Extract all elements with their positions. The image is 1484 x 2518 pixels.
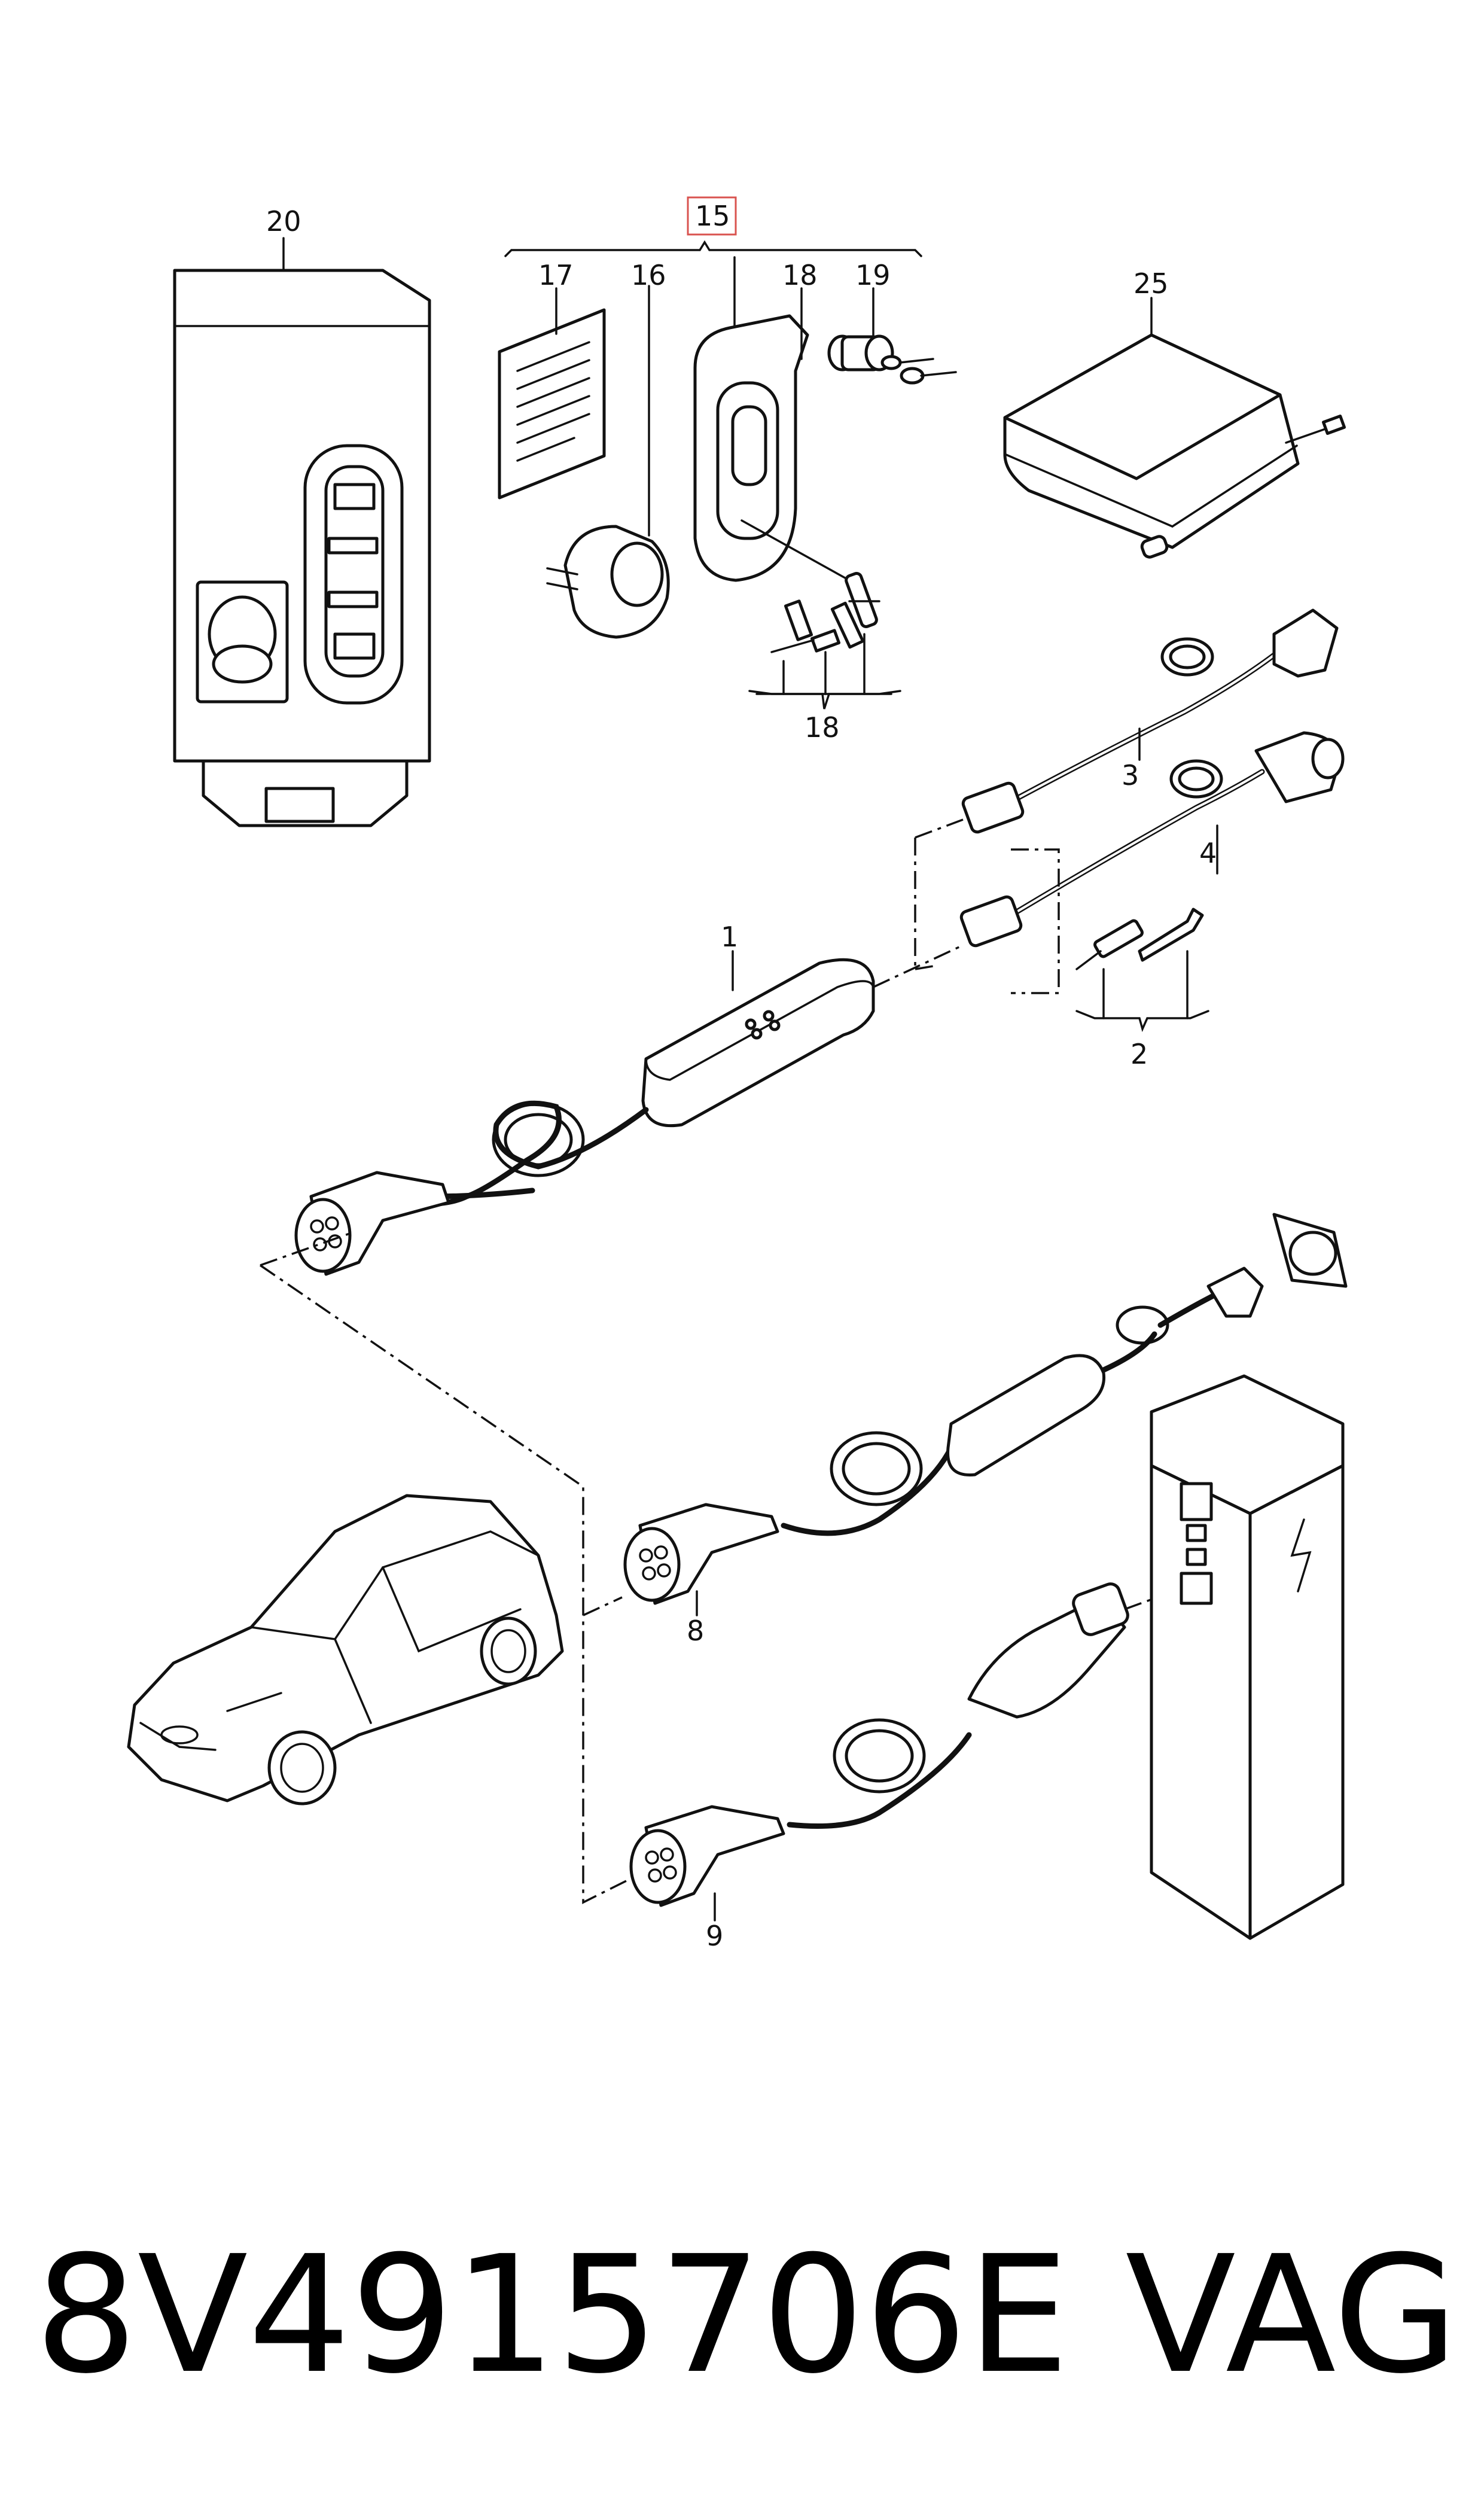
lock-part-19: [827, 334, 957, 385]
car-illustration: [127, 1494, 564, 1805]
callout-8: 8: [687, 1615, 704, 1647]
screws-part-18: [770, 572, 880, 653]
wallbox-part-20: [173, 269, 431, 827]
callout-18-bottom: 18: [805, 711, 840, 744]
callout-19: 19: [855, 259, 891, 291]
callout-15: 15: [695, 200, 730, 232]
documents-part-17: [498, 308, 606, 500]
type2-connector-part-1: [294, 1171, 450, 1276]
callout-4: 4: [1199, 837, 1217, 869]
wall-socket: [1272, 1213, 1348, 1288]
plug-holder-part-16: [546, 525, 670, 639]
caption: 8V4915706E VAG: [35, 2225, 1458, 2405]
callout-1: 1: [721, 921, 738, 953]
holder-bracket-part-18: [693, 314, 851, 582]
callout-2: 2: [1130, 1038, 1148, 1070]
adapter-cable-part-4: [959, 731, 1345, 948]
callout-9: 9: [706, 1920, 723, 1952]
screw-kit-part-2: [1075, 908, 1204, 970]
charging-station: [1150, 1374, 1345, 1940]
charging-cable-part-9: [629, 1582, 1129, 1907]
callout-16: 16: [631, 259, 666, 291]
callout-18-top: 18: [782, 259, 818, 291]
part-number: 8V4915706E: [35, 2221, 1069, 2409]
callout-15-highlight: [687, 196, 737, 236]
brand-name: VAG: [1125, 2221, 1458, 2409]
callout-3: 3: [1122, 759, 1139, 791]
callout-25: 25: [1133, 267, 1169, 300]
charging-cable-part-8: [623, 1266, 1264, 1605]
callout-20: 20: [266, 205, 301, 238]
bag-part-25: [1003, 333, 1346, 559]
mobile-charger-part-1: [641, 958, 875, 1128]
adapter-cable-part-3: [961, 608, 1339, 834]
callout-17: 17: [538, 259, 574, 291]
